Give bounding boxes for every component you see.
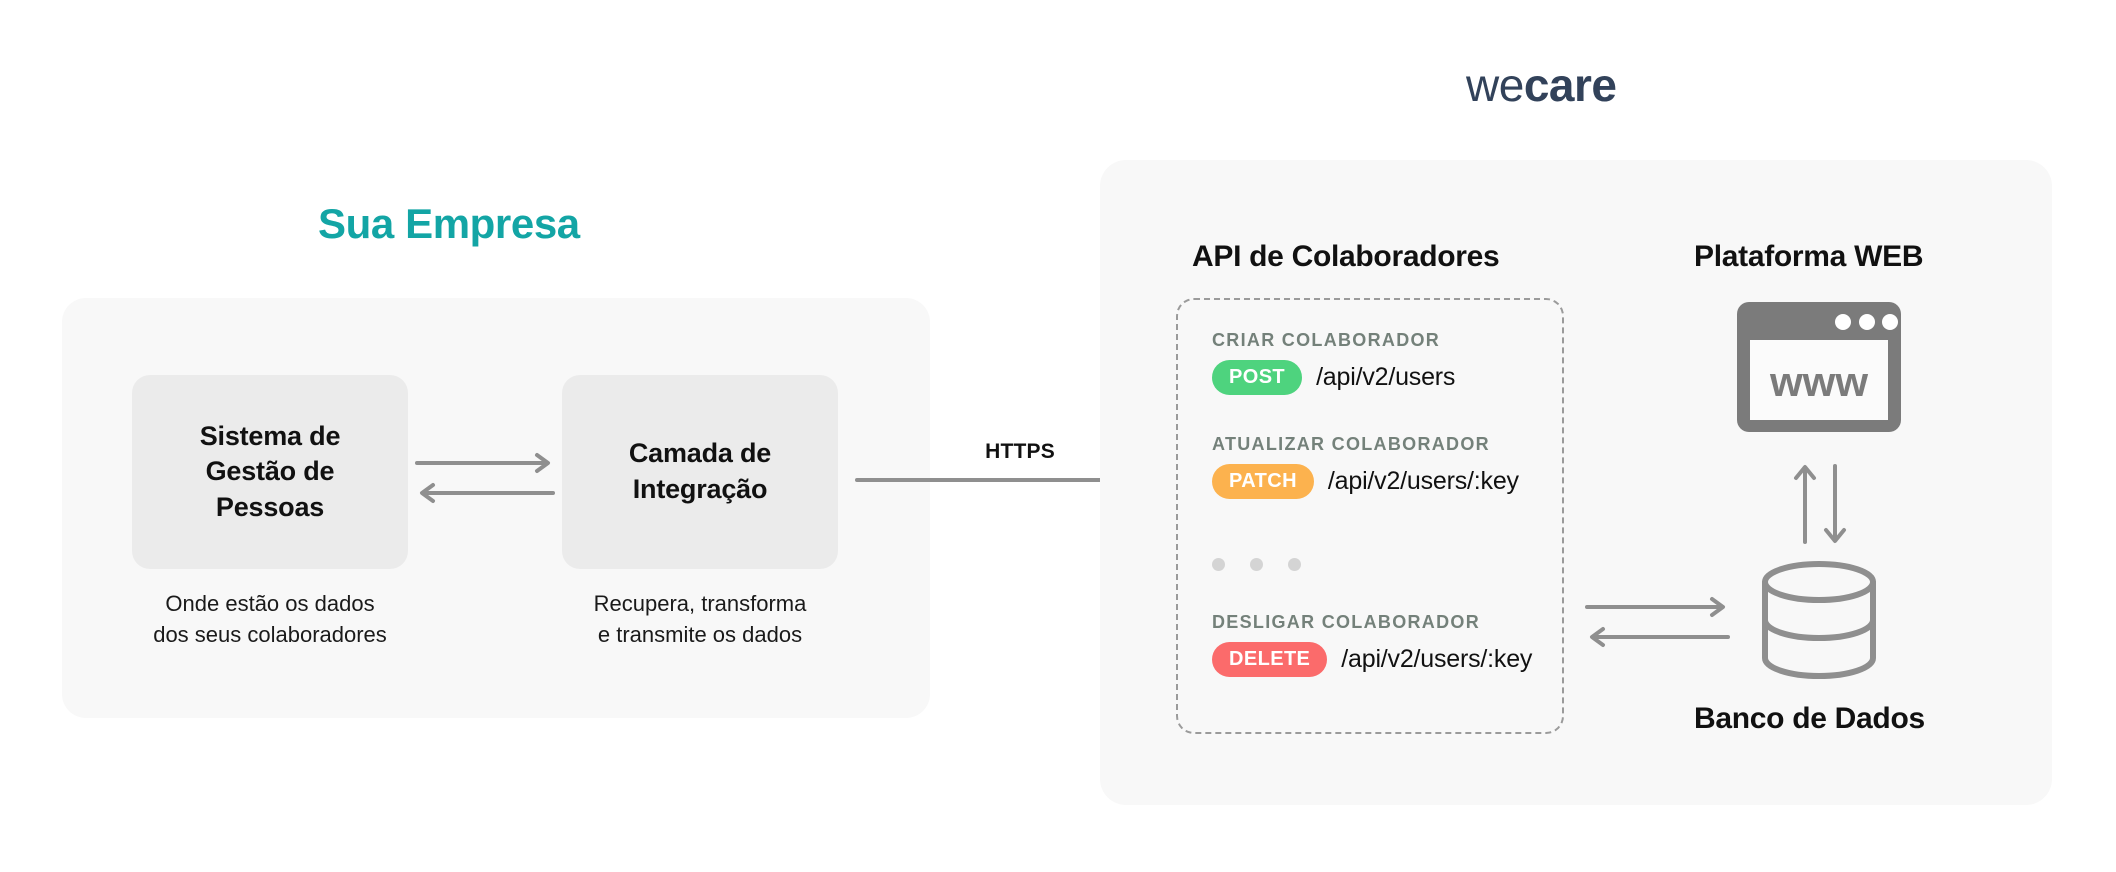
endpoint-label: ATUALIZAR COLABORADOR (1212, 434, 1490, 454)
api-section-title: API de Colaboradores (1192, 240, 1500, 273)
caption-sistema-de-gestao: Onde estão os dados dos seus colaborador… (102, 588, 438, 650)
https-label: HTTPS (985, 440, 1055, 463)
method-badge-delete: DELETE (1212, 642, 1328, 677)
node-camada-de-integracao: Camada de Integração (562, 375, 838, 569)
caption-line2: dos seus colaboradores (153, 622, 387, 648)
endpoint-path: /api/v2/users (1316, 363, 1456, 391)
caption-line1: Onde estão os dados (165, 591, 375, 616)
web-platform-title: Plataforma WEB (1694, 240, 1924, 273)
node-label-line3: Pessoas (215, 491, 325, 522)
logo-text-we: we (1466, 59, 1524, 111)
vertical-bidirectional-arrow-icon (1794, 464, 1846, 544)
logo-text-care: care (1523, 59, 1617, 111)
node-label-line2: Gestão de (205, 456, 335, 487)
caption-camada-de-integracao: Recupera, transforma e transmite os dado… (532, 588, 868, 650)
left-section-title: Sua Empresa (318, 200, 580, 247)
ellipsis-dot (1288, 558, 1301, 571)
api-endpoints-card (1176, 298, 1564, 734)
ellipsis-icon (1212, 558, 1301, 571)
database-icon (1762, 561, 1876, 679)
endpoint-atualizar-colaborador[interactable]: ATUALIZAR COLABORADOR PATCH /api/v2/user… (1212, 434, 1519, 499)
ellipsis-dot (1250, 558, 1263, 571)
bidirectional-arrow-icon (415, 453, 555, 503)
endpoint-label: DESLIGAR COLABORADOR (1212, 612, 1480, 632)
database-title: Banco de Dados (1694, 702, 1925, 735)
endpoint-path: /api/v2/users/:key (1327, 467, 1519, 495)
node-sistema-de-gestao-de-pessoas: Sistema de Gestão de Pessoas (132, 375, 408, 569)
method-badge-patch: PATCH (1212, 464, 1314, 499)
node-label-line2: Integração (632, 474, 768, 504)
endpoint-label: CRIAR COLABORADOR (1212, 330, 1441, 350)
caption-line1: Recupera, transforma (593, 591, 807, 616)
caption-line2: e transmite os dados (597, 622, 803, 648)
method-badge-post: POST (1212, 360, 1303, 395)
bidirectional-arrow-icon (1585, 597, 1730, 647)
browser-www-text: www (1769, 358, 1868, 405)
node-label-line1: Sistema de (199, 420, 341, 451)
endpoint-path: /api/v2/users/:key (1341, 645, 1533, 673)
node-label-line1: Camada de (628, 438, 772, 469)
wecare-logo: wecare (1466, 59, 1617, 111)
endpoint-criar-colaborador[interactable]: CRIAR COLABORADOR POST /api/v2/users (1212, 330, 1455, 395)
ellipsis-dot (1212, 558, 1225, 571)
browser-window-icon: www (1737, 302, 1901, 432)
endpoint-desligar-colaborador[interactable]: DESLIGAR COLABORADOR DELETE /api/v2/user… (1212, 612, 1532, 677)
